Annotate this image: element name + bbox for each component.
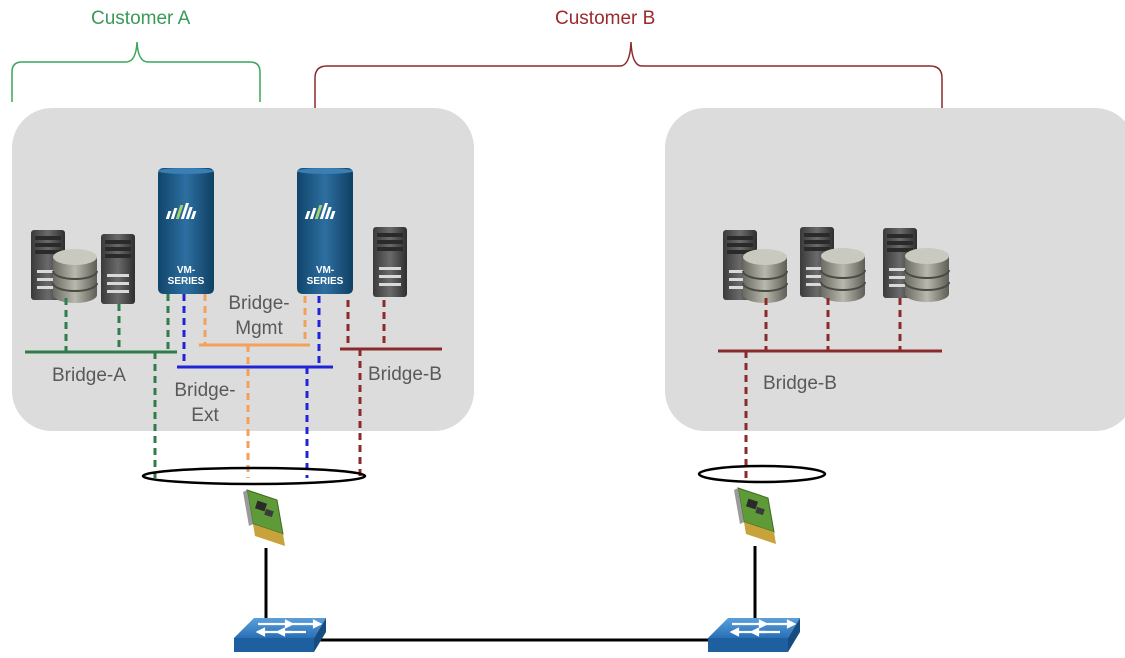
network-switch-icon bbox=[706, 616, 802, 654]
network-switch-icon bbox=[232, 616, 328, 654]
firewall-label-line2: SERIES bbox=[306, 276, 344, 287]
nic-card-icon bbox=[733, 487, 777, 545]
customer-a-label: Customer A bbox=[91, 8, 191, 29]
customer-b-label: Customer B bbox=[555, 8, 656, 29]
firewall-label-2: VM- SERIES bbox=[295, 265, 355, 287]
bridge-b-right bbox=[718, 298, 942, 478]
server-icon bbox=[373, 227, 407, 297]
customer-a-brace bbox=[11, 41, 261, 102]
bridge-mgmt-label-line1: Bridge- bbox=[228, 293, 290, 314]
database-server-icon bbox=[52, 248, 98, 304]
bridge-ext-label: Bridge- Ext bbox=[170, 378, 240, 428]
firewall-label-line2: SERIES bbox=[167, 276, 205, 287]
bridge-ext-label-line1: Bridge- bbox=[174, 380, 236, 401]
bridge-b-right-label: Bridge-B bbox=[763, 373, 837, 394]
customer-b-brace bbox=[314, 41, 943, 108]
server-icon bbox=[101, 234, 135, 304]
nic-card-icon bbox=[242, 489, 286, 547]
bridge-ext bbox=[177, 294, 333, 478]
bridge-ext-label-line2: Ext bbox=[191, 405, 219, 426]
bridge-mgmt-label: Bridge- Mgmt bbox=[224, 291, 294, 341]
bridge-b-left bbox=[340, 300, 442, 478]
bridge-a-label: Bridge-A bbox=[52, 365, 126, 386]
bridge-b-left-label: Bridge-B bbox=[368, 364, 442, 385]
bridge-a-left bbox=[25, 294, 177, 478]
firewall-label-1: VM- SERIES bbox=[156, 265, 216, 287]
firewall-label-line1: VM- bbox=[315, 265, 335, 276]
bridge-mgmt-label-line2: Mgmt bbox=[235, 318, 283, 339]
link-bundle-left bbox=[141, 466, 367, 486]
link-bundle-right bbox=[697, 464, 827, 484]
firewall-label-line1: VM- bbox=[176, 265, 196, 276]
bridge-mgmt bbox=[199, 294, 310, 478]
